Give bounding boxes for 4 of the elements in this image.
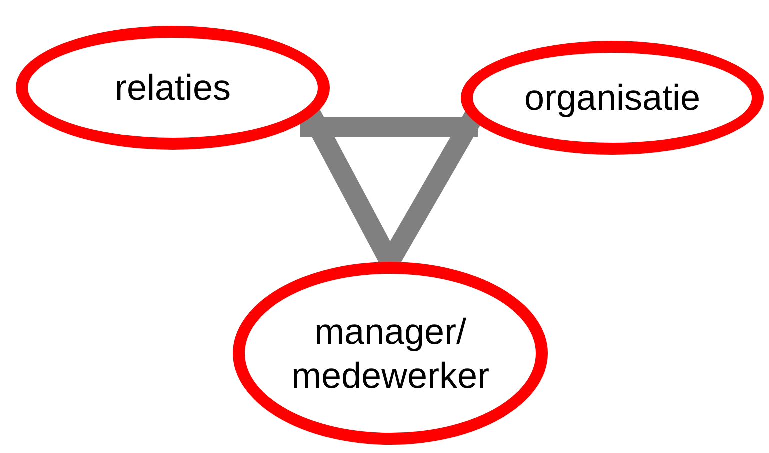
node-label: manager/ medewerker <box>290 310 491 397</box>
connector-line <box>300 117 478 137</box>
node-label: relaties <box>114 66 232 110</box>
node-label: organisatie <box>524 76 701 120</box>
